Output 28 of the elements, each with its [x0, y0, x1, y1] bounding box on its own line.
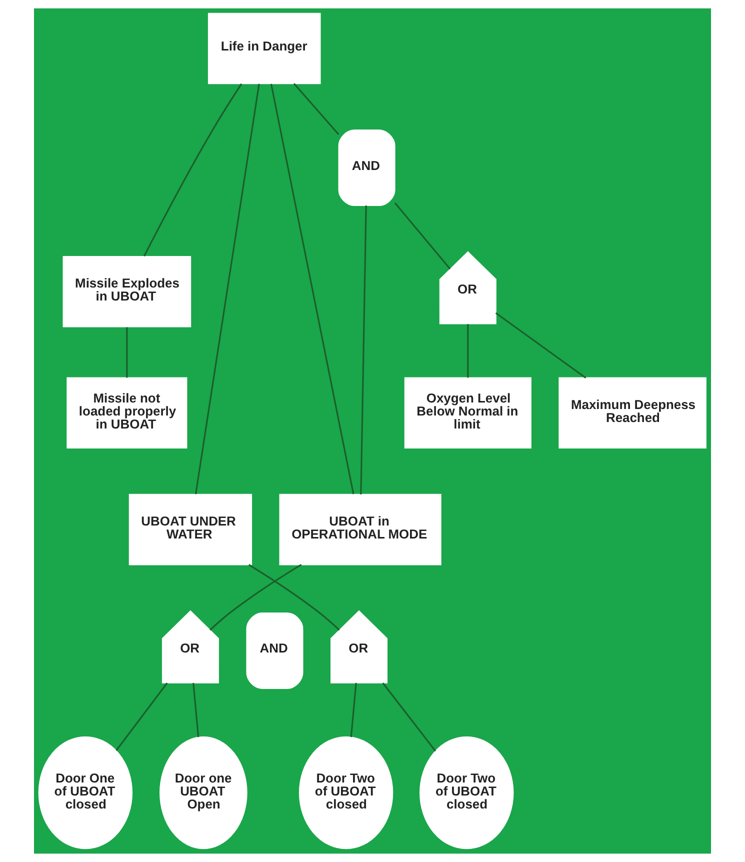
node-box: AND: [246, 612, 304, 689]
connector: [194, 84, 260, 494]
node-box: UBOAT in OPERATIONAL MODE: [279, 494, 442, 566]
node-box: AND: [338, 130, 396, 206]
connector: [248, 564, 340, 631]
connector: [360, 206, 367, 494]
connector: [126, 327, 128, 378]
node-box: UBOAT UNDER WATER: [128, 494, 252, 566]
connector: [210, 564, 302, 631]
connector: [495, 312, 586, 378]
connector: [293, 83, 340, 135]
node-box: Oxygen Level Below Normal in limit: [404, 377, 532, 448]
connector: [192, 682, 200, 738]
node-box: Missile not loaded properly in UBOAT: [66, 377, 188, 448]
connector: [467, 324, 469, 378]
node-ellipse: Door Two of UBOAT closed: [420, 736, 514, 850]
node-box: Life in Danger: [208, 12, 321, 84]
connector: [394, 202, 451, 270]
connector: [143, 83, 242, 256]
connector: [382, 682, 436, 752]
node-box: Maximum Deepness Reached: [558, 377, 706, 448]
connector: [350, 682, 357, 738]
node-ellipse: Door one UBOAT Open: [160, 736, 248, 850]
connector: [270, 84, 354, 494]
node-box: Missile Explodes in UBOAT: [62, 256, 192, 328]
connector: [116, 682, 168, 751]
node-ellipse: Door One of UBOAT closed: [38, 736, 133, 850]
node-ellipse: Door Two of UBOAT closed: [298, 736, 394, 850]
